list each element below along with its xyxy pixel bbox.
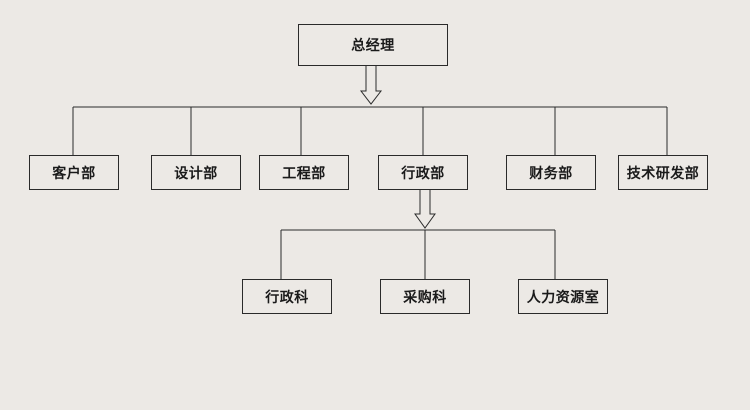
down-arrow-icon	[414, 190, 436, 229]
root-node-general-manager: 总经理	[298, 24, 448, 66]
node-label: 采购科	[403, 289, 447, 306]
dept-node-rnd: 技术研发部	[618, 155, 708, 190]
node-label: 总经理	[351, 38, 395, 54]
node-label: 技术研发部	[626, 165, 700, 182]
down-arrow-icon	[359, 66, 383, 105]
section-node-admin: 行政科	[242, 279, 332, 314]
node-label: 行政科	[265, 289, 309, 306]
dept-node-engineering: 工程部	[259, 155, 349, 190]
dept-node-administration: 行政部	[378, 155, 468, 190]
node-label: 行政部	[401, 165, 445, 182]
node-label: 设计部	[174, 165, 218, 182]
dept-node-design: 设计部	[151, 155, 241, 190]
node-label: 财务部	[529, 165, 573, 182]
dept-node-customer: 客户部	[29, 155, 119, 190]
section-node-purchasing: 采购科	[380, 279, 470, 314]
dept-node-finance: 财务部	[506, 155, 596, 190]
section-node-hr: 人力资源室	[518, 279, 608, 314]
node-label: 客户部	[52, 165, 96, 182]
node-label: 人力资源室	[526, 289, 600, 306]
node-label: 工程部	[282, 165, 326, 182]
